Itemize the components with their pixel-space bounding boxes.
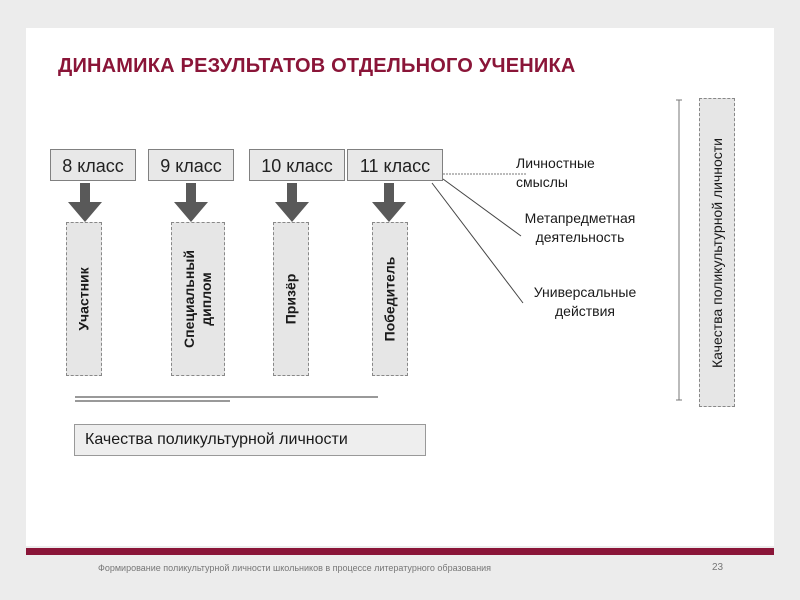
connector-line: [431, 182, 524, 304]
right-qualities-label: Качества поликультурной личности: [709, 137, 725, 368]
result-label: Победитель: [381, 256, 398, 342]
grade-label: 11 класс: [359, 156, 431, 176]
outcome-metasubject-activity: Метапредметная деятельность: [524, 210, 636, 245]
down-arrow-icon: [372, 183, 406, 222]
result-box-special-diploma: Специальный диплом: [171, 222, 225, 376]
outcome-personal-meanings: Личностные смыслы: [516, 155, 595, 190]
footer-text: Формирование поликультурной личности шко…: [98, 563, 492, 573]
right-qualities-box: Качества поликультурной личности: [699, 98, 735, 407]
down-arrow-icon: [275, 183, 309, 222]
slide-title: ДИНАМИКА РЕЗУЛЬТАТОВ ОТДЕЛЬНОГО УЧЕНИКА: [58, 55, 576, 77]
page-number: 23: [712, 562, 724, 573]
result-label: Специальный диплом: [181, 250, 214, 348]
result-label: Участник: [75, 267, 92, 331]
connector-line: [442, 178, 522, 237]
result-label: Призёр: [282, 273, 299, 325]
grade-box-8: 8 класс: [50, 149, 136, 181]
result-box-winner: Победитель: [372, 222, 408, 376]
grade-label: 9 класс: [160, 156, 222, 176]
result-box-prize-winner: Призёр: [273, 222, 309, 376]
grade-box-9: 9 класс: [148, 149, 234, 181]
down-arrow-icon: [174, 183, 208, 222]
down-arrow-icon: [68, 183, 102, 222]
outcome-universal-actions: Универсальные действия: [533, 284, 637, 319]
bottom-qualities-box: Качества поликультурной личности: [74, 424, 426, 456]
grade-box-10: 10 класс: [249, 149, 345, 181]
footer-bar: [26, 548, 774, 555]
grade-label: 8 класс: [62, 156, 124, 176]
grade-box-11: 11 класс: [347, 149, 443, 181]
result-box-participant: Участник: [66, 222, 102, 376]
grade-label: 10 класс: [261, 156, 333, 176]
